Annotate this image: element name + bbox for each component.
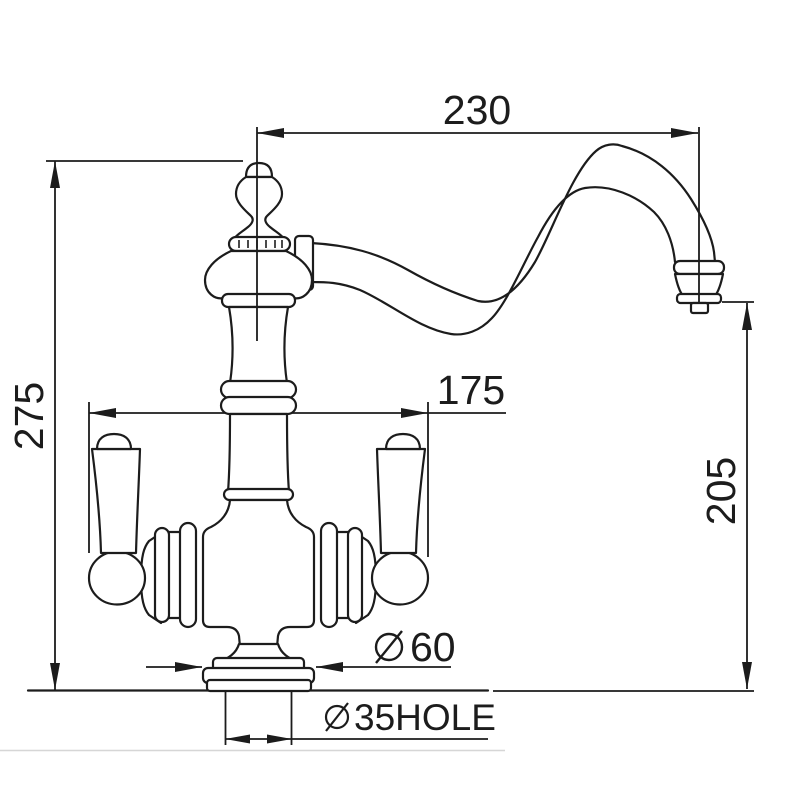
dim-mounting-hole: 35HOLE <box>225 697 496 744</box>
finial-knob <box>244 161 274 179</box>
left-handle-ball <box>87 550 147 606</box>
faucet-outline <box>87 143 726 693</box>
right-bonnet-ring-inner <box>319 521 339 629</box>
left-handle-lever <box>90 447 142 555</box>
arrow-right-icon <box>671 128 698 138</box>
dim-205-label: 205 <box>698 457 744 525</box>
arrow-left-icon <box>316 662 343 672</box>
dim-base-diameter: 60 <box>146 624 456 672</box>
neck-ring <box>220 292 297 309</box>
dim-275-label: 275 <box>6 382 52 450</box>
left-bonnet-ring-inner <box>178 521 198 629</box>
arrow-left-icon <box>257 128 284 138</box>
diameter-symbol-icon <box>324 702 350 732</box>
thin-ring <box>222 487 295 502</box>
right-valve-bonnet <box>319 521 378 629</box>
right-handle <box>370 432 430 606</box>
right-handle-lever <box>375 447 427 555</box>
arrow-right-icon <box>267 734 292 744</box>
column-ring-lower <box>219 395 298 416</box>
right-handle-ball <box>370 550 430 606</box>
dim-outlet-height: 205 <box>493 301 754 692</box>
outlet-nozzle <box>689 301 710 315</box>
left-valve-bonnet <box>139 521 198 629</box>
arrow-down-icon <box>50 663 60 690</box>
dia-60-label: 60 <box>410 624 456 670</box>
right-bonnet-ring-outer <box>346 526 364 624</box>
arrow-left-icon <box>225 734 250 744</box>
arrow-right-icon <box>401 408 428 418</box>
dim-total-height: 275 <box>6 160 243 690</box>
dim-handle-span: 175 <box>88 367 506 557</box>
arrow-up-icon <box>742 303 752 330</box>
left-handle <box>87 432 147 606</box>
dia-35-hole-label: 35HOLE <box>354 697 496 738</box>
left-handle-knob <box>95 432 133 451</box>
lower-column <box>226 412 291 494</box>
upper-column <box>227 305 290 385</box>
arrow-up-icon <box>50 161 60 188</box>
cross-body <box>201 498 316 649</box>
body-sphere <box>203 249 314 300</box>
dim-175-label: 175 <box>437 367 505 413</box>
arrow-left-icon <box>89 408 116 418</box>
finial-vase <box>232 175 286 241</box>
arrow-down-icon <box>742 662 752 689</box>
spout-tube <box>309 143 717 336</box>
right-handle-knob <box>384 432 422 451</box>
left-bonnet-ring-outer <box>153 526 171 624</box>
diameter-symbol-icon <box>374 630 404 664</box>
base-plinth <box>205 678 313 693</box>
dim-spout-reach: 230 <box>256 87 700 341</box>
arrow-right-icon <box>175 662 202 672</box>
dim-230-label: 230 <box>443 87 511 133</box>
column-ring-upper <box>219 379 298 400</box>
collar-ring <box>227 235 292 253</box>
